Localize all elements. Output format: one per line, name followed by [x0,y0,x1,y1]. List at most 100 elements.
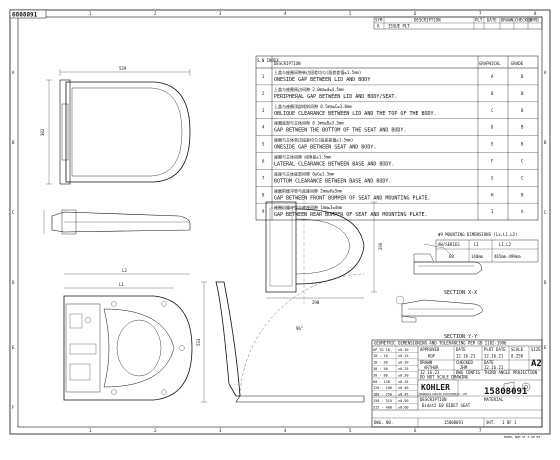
svg-text:E0: E0 [449,254,454,259]
company-sub: SHANGHAI KOHLER ELECTRONICS, LTD [419,392,468,396]
row-letters-left: A B C D E F [12,70,15,410]
svg-text:1: 1 [89,428,92,433]
svg-text:DO NOT SCALE DRAWING: DO NOT SCALE DRAWING [420,375,469,380]
requirements-table: S.N INDEX DESCRIPTION GRAPHICAL GRADE 1上… [255,55,539,221]
mounting-table: Φ9 MOUNTING DIMENSIONS (Lx,L1,L2) AW/SER… [435,232,539,263]
svg-text:12.16.21: 12.16.21 [484,354,504,359]
svg-text:5: 5 [349,428,352,433]
dim-l2: L2 [122,268,127,273]
top-view-lid [46,69,191,185]
svg-text:APPROVED: APPROVED [420,347,440,352]
svg-text:SIZE: SIZE [531,347,541,352]
svg-text:AW/SERIES: AW/SERIES [438,242,460,247]
tol-range: 250 - 315 [373,399,392,403]
side-profile-open [201,273,365,403]
tol-value: ±0.35 [398,380,409,384]
svg-text:PLOT DATE: PLOT DATE [484,347,506,352]
tol-range: 315 - 400 [373,405,392,409]
svg-text:DWG CONFIG: DWG CONFIG [456,370,481,375]
svg-text:E: E [544,345,547,350]
dim-angle: 96° [296,326,303,331]
req-row-graphical: I [491,209,494,214]
section-yy-label: SECTION Y-Y [444,334,477,340]
svg-text:3: 3 [219,428,222,433]
tol-value: ±0.60 [398,405,409,409]
svg-text:5: 5 [349,11,352,16]
svg-text:APPD: APPD [529,18,539,23]
req-row-grade: B [521,125,524,130]
company-logo: KOHLER [421,383,450,392]
req-row-en: GAP BETWEEN REAR BUMPER OF SEAT AND MOUN… [274,212,428,218]
svg-text:C: C [544,210,547,215]
req-header-description: DESCRIPTION [274,61,301,66]
section-xx-drawing [413,243,483,275]
title-block: GEOMETRIC DIMENSIONING AND TOLERANCING P… [371,339,543,428]
sheet-size: A2 [531,359,542,369]
req-row-cn: 上盖与座圈周边间隙 2.0mm≤d≤4.5mm [274,86,344,92]
req-row-index: 8 [262,192,265,197]
svg-text:D: D [12,280,15,285]
svg-text:7: 7 [479,428,482,433]
req-row-cn: 座圈与主体单边段差均匀(段差差值≤1.5mm) [274,137,353,143]
side-view [43,209,191,235]
tol-value: ±0.30 [398,373,409,377]
column-numbers-bottom: 1 2 3 4 5 6 7 [89,428,482,433]
req-row-cn: 座圈与主体间隙 间隙差≤1.5mm [274,154,331,160]
req-row-grade: B [521,142,524,147]
dim-290: 290 [312,300,320,305]
svg-text:E: E [12,345,15,350]
req-row-index: 5 [262,142,265,147]
req-row-cn: 座圈后缓冲垫与底座间隙 1mm≤I≤4mm [274,204,343,210]
dim-height-left: 382 [40,128,45,136]
drawing-sheet: 6808091 1 2 3 4 5 6 7 8 1 2 3 4 5 6 7 A … [4,4,556,444]
svg-text:3: 3 [219,11,222,16]
dim-200: 200 [378,242,383,250]
req-row-grade: B [521,91,524,96]
req-row-grade: B [521,108,524,113]
outer-border [9,9,551,435]
svg-text:2: 2 [154,11,157,16]
svg-text:A: A [12,70,15,75]
tol-value: ±0.40 [398,386,409,390]
req-row-graphical: D [491,125,494,130]
req-row-grade: B [521,192,524,197]
svg-text:SCALE: SCALE [511,347,524,352]
svg-text:C: C [12,210,15,215]
tol-value: ±0.20 [398,361,409,365]
dim-l1: L1 [119,282,124,287]
svg-text:DATE: DATE [456,347,466,352]
svg-text:DRAWN: DRAWN [501,18,514,23]
revision-block: SYM DESCRIPTION PLT DATE DRAWN CHECKED A… [373,16,543,30]
svg-text:KOF: KOF [428,354,436,359]
req-row-graphical: B [491,91,494,96]
req-row-en: GAP BETWEEN THE BOTTOM OF THE SEAT AND B… [274,128,406,134]
svg-text:B: B [12,140,15,145]
front-view-seat [265,194,377,304]
drawing-canvas: 6808091 1 2 3 4 5 6 7 8 1 2 3 4 5 6 7 A … [9,9,551,439]
svg-text:12.16.21: 12.16.21 [420,370,440,375]
tol-range: UP TO 10 [373,348,390,352]
req-row-index: 3 [262,108,265,113]
svg-text:A: A [377,24,380,29]
inner-border [17,16,543,428]
svg-text:465mm-499mm: 465mm-499mm [494,254,521,259]
req-row-en: ONESIDE GAP BETWEEN SEAT AND BODY. [274,145,376,151]
tol-range: 50 - 80 [373,373,388,377]
req-row-index: 2 [262,91,265,96]
tol-range: 30 - 50 [373,367,388,371]
svg-text:DATE: DATE [487,18,497,23]
third-angle-projection-icon [503,381,531,393]
mounting-title: Φ9 MOUNTING DIMENSIONS (Lx,L1,L2) [438,232,517,237]
svg-text:6: 6 [414,428,417,433]
req-row-graphical: F [491,159,494,164]
part-description: Bidet2 E0 BIDET SEAT [422,403,471,408]
req-row-grade: C [521,159,524,164]
gdt-title: GEOMETRIC DIMENSIONING AND TOLERANCING P… [374,341,507,346]
req-row-cn: 上盖与座圈顶部倾斜间隙 0.5mm≤C≤3.0mm [274,103,352,109]
dwg-number: 15808091 [444,420,464,425]
req-row-index: 6 [262,159,265,164]
svg-text:DRAWN: DRAWN [420,360,433,365]
svg-text:DATE: DATE [484,360,494,365]
svg-text:THIRD ANGLE PROJECTION: THIRD ANGLE PROJECTION [484,370,538,375]
tol-value: ±0.15 [398,354,409,358]
